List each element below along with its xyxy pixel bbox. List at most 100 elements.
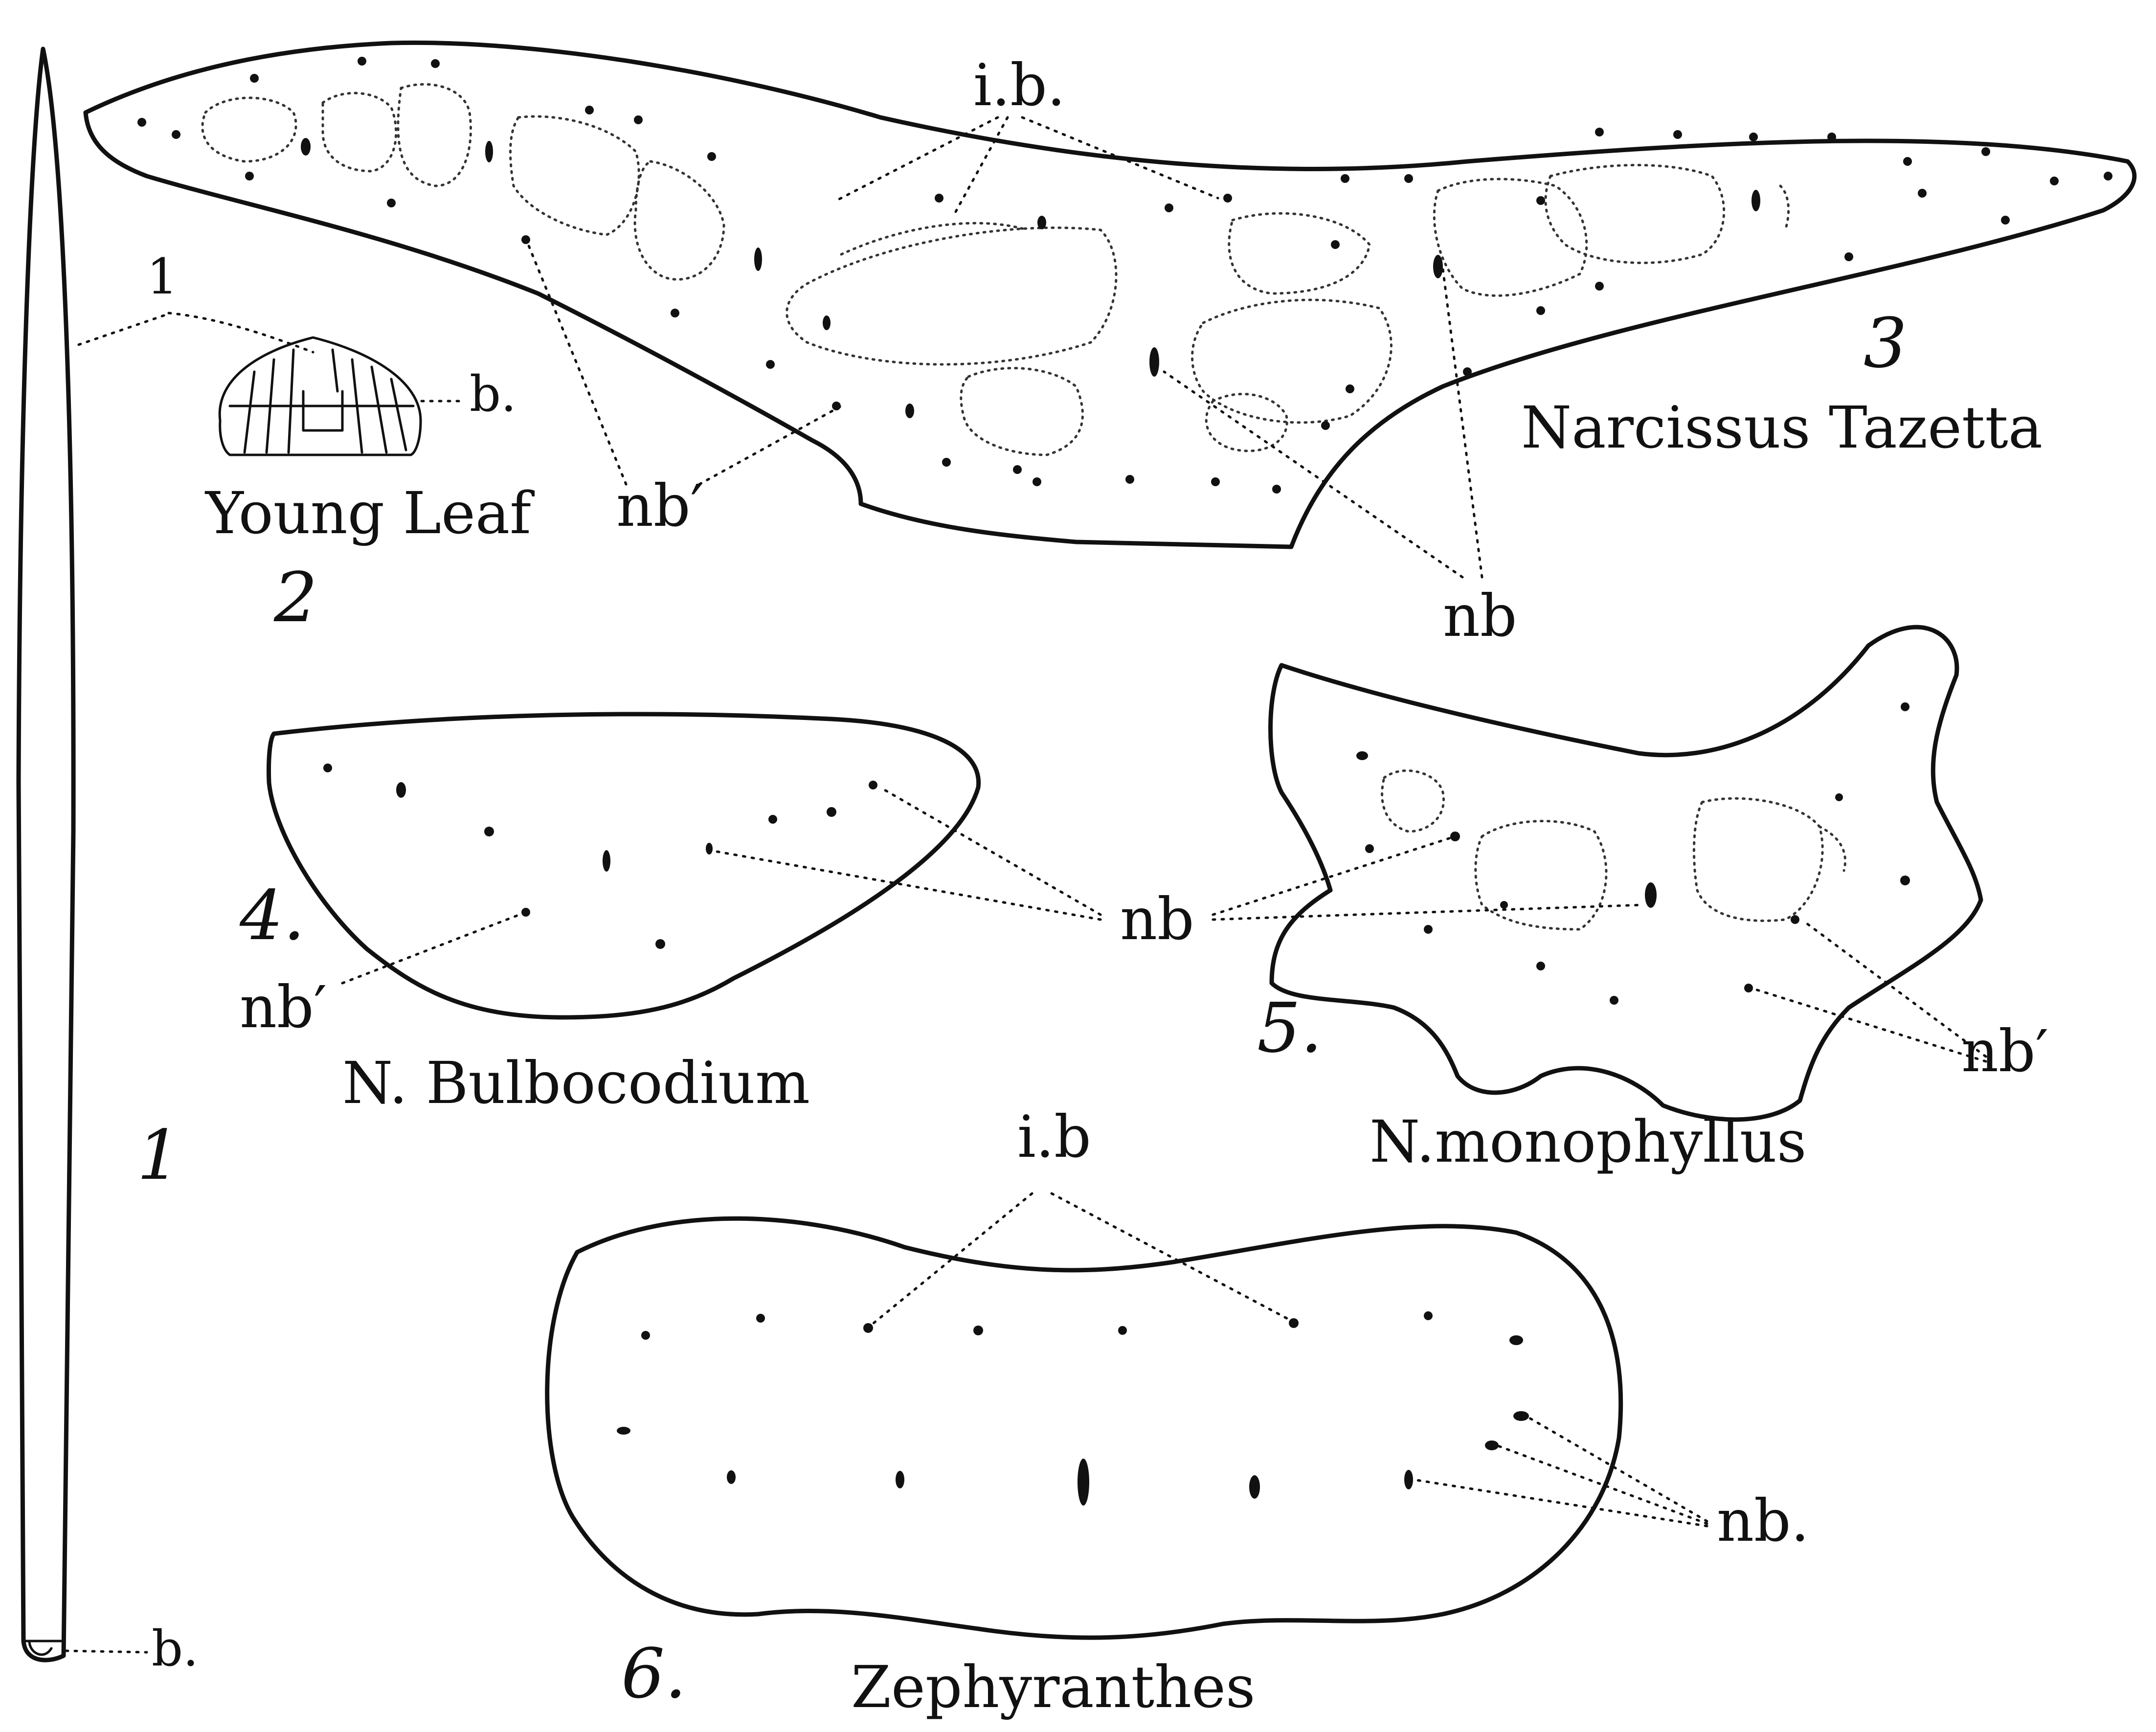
leaf-base [25, 1641, 64, 1655]
fig1-b-leader [66, 1651, 147, 1652]
bundle-sheath [1780, 186, 1789, 230]
figure-6-zephyranthes: i.b nb. 6. Zephyranthes [547, 1103, 1809, 1721]
bundle-dot [641, 1331, 650, 1340]
fig5-nb-prime-label: nb′ [1961, 1017, 2048, 1085]
zephyranthes-dots [617, 1311, 1529, 1506]
bundle-dot [634, 115, 643, 124]
bundle-dot [1211, 477, 1220, 486]
bundle-dot [2050, 177, 2059, 185]
monophyllus-leaders [1213, 836, 1986, 1061]
fig3-nb-prime-label: nb′ [616, 472, 703, 540]
bundle-dot [1673, 130, 1682, 139]
bundle-dot [2001, 216, 2010, 225]
nb-leader [880, 787, 1100, 915]
fig4-name: N. Bulbocodium [342, 1049, 810, 1117]
bundle-dot [396, 782, 406, 798]
fig1-number: 1 [137, 1116, 180, 1195]
bundle-dot [431, 59, 440, 68]
bundle-sheath [1819, 827, 1845, 871]
bulbocodium-leaders [342, 787, 1100, 983]
bundle-sheath [202, 98, 296, 161]
bundle-sheath [1546, 165, 1724, 263]
bundle-dot [1595, 128, 1604, 136]
bundle-dot [1078, 1459, 1089, 1506]
nb-leader [1526, 1416, 1707, 1521]
bundle-dot [1118, 1326, 1127, 1335]
fig6-name: Zephyranthes [851, 1653, 1256, 1721]
fig6-nb-label: nb. [1717, 1487, 1809, 1554]
nb-prime-leader [342, 912, 526, 983]
fig6-number: 6. [621, 1634, 687, 1714]
zephyranthes-outline [547, 1218, 1621, 1638]
fig5-name: N.monophyllus [1370, 1108, 1806, 1175]
figure-3-narcissus-tazetta: i.b. nb′ nb 3 Narcissus Tazetta [86, 43, 2134, 650]
bundle-dot [137, 118, 146, 127]
bundle-dot [1918, 189, 1927, 198]
bundle-dot [1033, 477, 1041, 486]
bundle-dot [1509, 1335, 1523, 1345]
bundle-sheath [1382, 771, 1444, 832]
bundle-dot [1752, 190, 1760, 211]
bundle-dot [250, 74, 259, 83]
label-l-leader-fig1 [78, 315, 164, 345]
bundle-dot [1844, 252, 1853, 261]
bundle-sheath [1229, 213, 1370, 293]
bundle-dot [1595, 282, 1604, 291]
young-leaf-notch [303, 391, 342, 430]
nb-leader [1497, 1445, 1707, 1524]
bundle-dot [823, 315, 831, 330]
fig1-b-label: b. [152, 1620, 199, 1677]
bundle-dot [863, 1323, 873, 1333]
bundle-dot [617, 1427, 630, 1435]
nb-leader [1213, 905, 1643, 920]
bundle-dot [1272, 485, 1281, 494]
nb-prime-leader-left [528, 245, 626, 484]
fig4-number: 4. [239, 876, 305, 956]
ib-leader-left [836, 117, 998, 201]
label-l: 1 [147, 248, 178, 305]
bundle-dot [1791, 915, 1799, 924]
bundle-dot [973, 1326, 983, 1335]
bundle-dot [1249, 1475, 1260, 1499]
bundle-dot [827, 807, 836, 817]
tazetta-outline [86, 43, 2134, 547]
bundle-dot [707, 152, 716, 161]
bundle-dot [1900, 876, 1910, 885]
bundle-dot [1331, 240, 1340, 249]
monophyllus-outline [1271, 627, 1981, 1120]
bundle-dot [172, 130, 180, 139]
bundle-dot [301, 138, 311, 156]
bundle-sheath [323, 93, 396, 171]
nb-leader-right [1443, 269, 1482, 577]
figure-5-monophyllus: 5. nb′ N.monophyllus [1213, 627, 2048, 1175]
bundle-sheath [635, 161, 724, 279]
bundle-dot [585, 106, 594, 114]
bundle-dot [1903, 157, 1912, 166]
bundle-dot [869, 781, 877, 789]
bundle-dot [896, 1471, 904, 1488]
bundle-sheath [1192, 300, 1392, 423]
young-leaf-body [220, 337, 421, 455]
bundle-sheath [1476, 821, 1606, 929]
bundle-dot [706, 843, 713, 855]
young-leaf-striations [230, 350, 413, 452]
bundle-dot [766, 360, 775, 369]
bundle-dot [1500, 901, 1508, 909]
bundle-dot [1289, 1318, 1299, 1328]
figure-4-bulbocodium: 4. nb′ nb N. Bulbocodium [239, 714, 1194, 1117]
bundle-dot [1610, 996, 1618, 1005]
bundle-dot [754, 247, 762, 271]
bundle-dot [1835, 793, 1843, 801]
bundle-dot [756, 1314, 765, 1323]
bundle-dot [1321, 421, 1330, 430]
bundle-sheath [398, 84, 471, 186]
bundle-dot [1404, 1470, 1413, 1489]
bundle-dot [2104, 172, 2112, 180]
bundle-dot [905, 404, 914, 418]
bundle-sheath [961, 368, 1083, 455]
bundle-dot [1037, 216, 1046, 229]
fig4-nb-prime-label: nb′ [240, 973, 327, 1041]
bundle-dot [942, 458, 951, 467]
bundle-dot [1827, 133, 1836, 141]
